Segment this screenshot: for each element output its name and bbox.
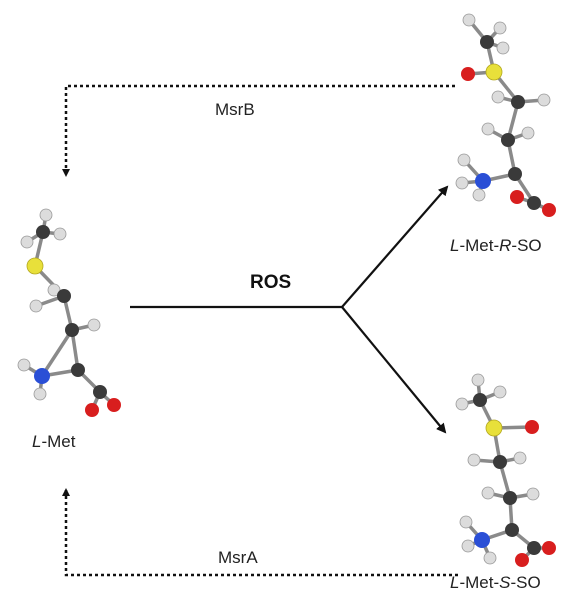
l-met-s-so-mid: -Met-	[459, 573, 500, 592]
l-met-molecule	[17, 208, 121, 417]
msra-arrow	[62, 488, 458, 577]
msra-label: MsrA	[218, 548, 258, 567]
l-met-s-so-molecule	[455, 373, 556, 567]
l-met-r-so-label: L-Met-R-SO	[450, 236, 542, 256]
l-met-s-so-stereo: S	[499, 573, 511, 592]
l-met-s-so-prefix: L	[450, 573, 460, 592]
msrb-arrow	[62, 84, 455, 177]
l-met-r-so-suffix: -SO	[511, 236, 542, 255]
l-met-s-so-suffix: -SO	[510, 573, 541, 592]
l-met-r-so-mid: -Met-	[459, 236, 500, 255]
ros-arrow-to-r-so	[341, 185, 449, 308]
l-met-suffix: -Met	[41, 432, 76, 451]
ros-arrows	[130, 185, 449, 434]
l-met-s-so-label: L-Met-S-SO	[450, 573, 541, 593]
l-met-r-so-molecule	[455, 13, 556, 217]
ros-label: ROS	[250, 272, 292, 293]
l-met-prefix: L	[32, 432, 42, 451]
l-met-r-so-stereo: R	[499, 236, 512, 255]
l-met-label: L-Met	[32, 432, 75, 452]
msrb-label: MsrB	[215, 100, 255, 119]
l-met-r-so-prefix: L	[450, 236, 460, 255]
ros-arrow-to-s-so	[341, 306, 447, 434]
